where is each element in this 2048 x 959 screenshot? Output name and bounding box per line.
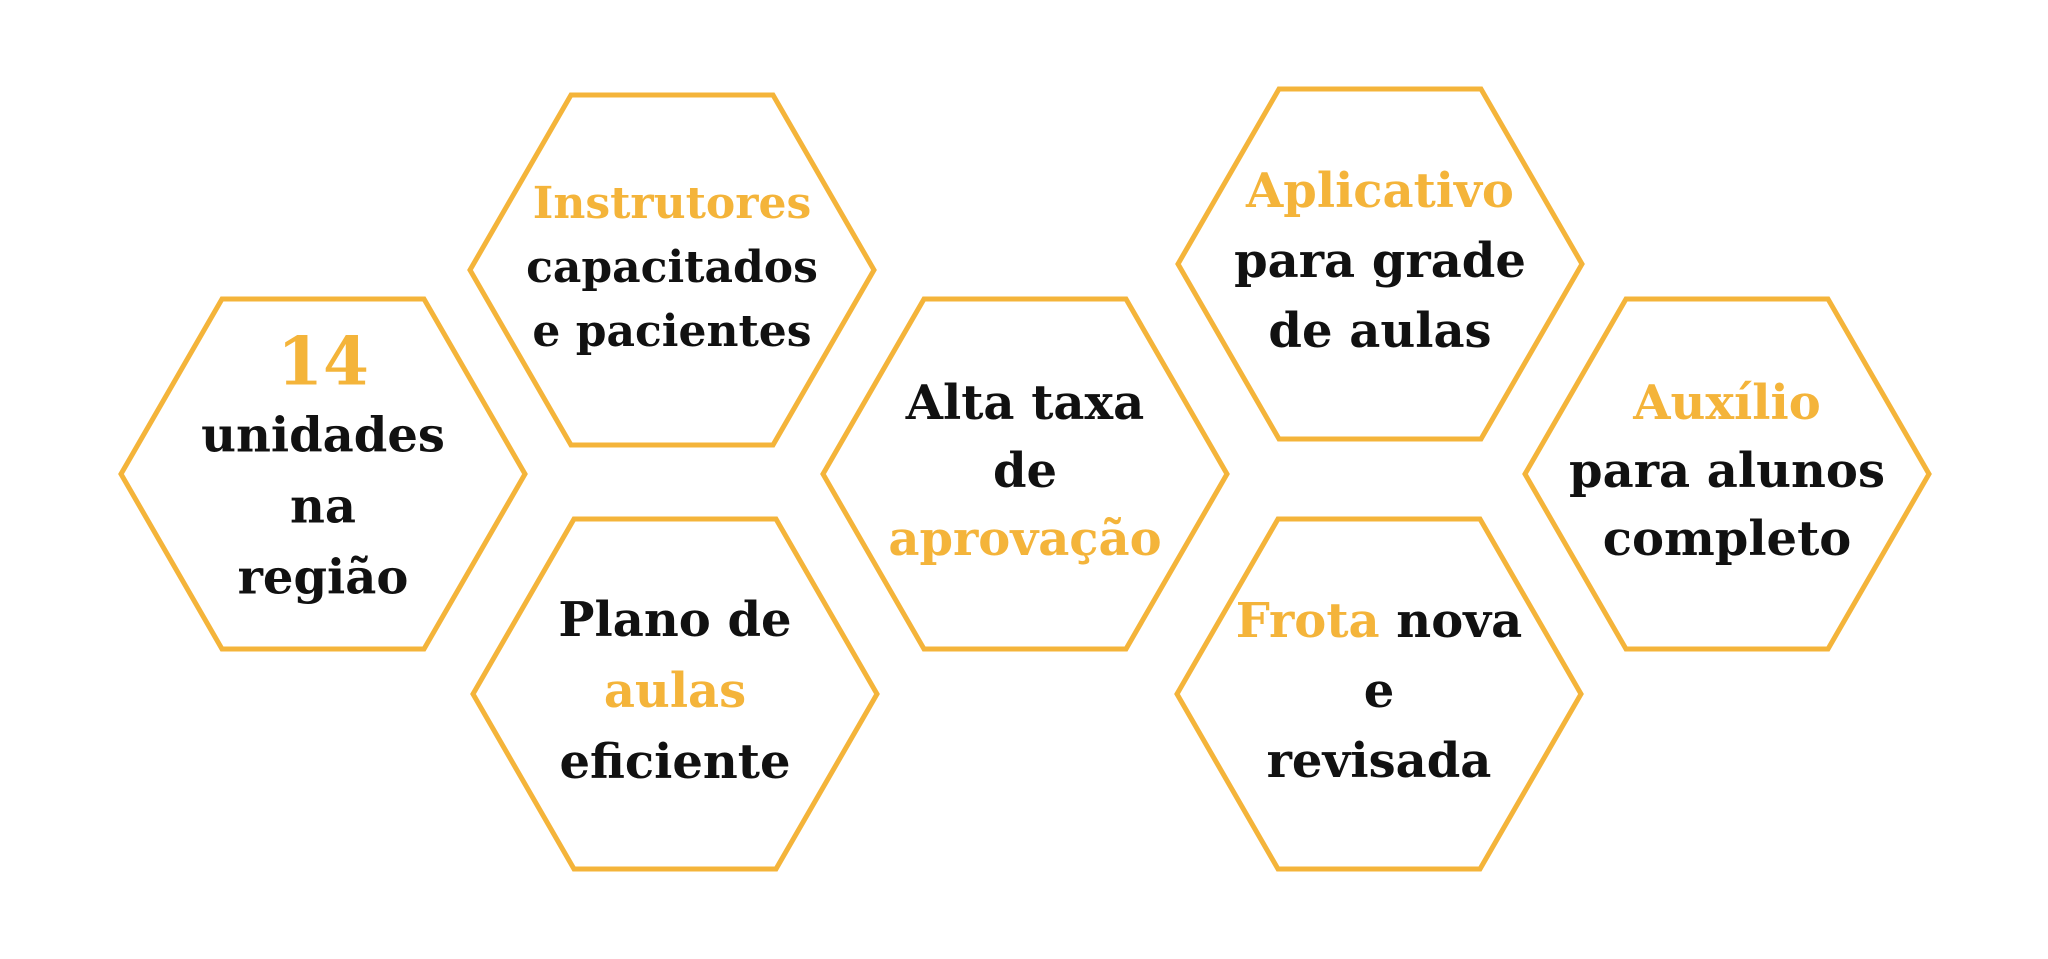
highlight-text: aulas bbox=[604, 663, 746, 719]
hexagon-app: Aplicativo para grade de aulas bbox=[1175, 86, 1585, 442]
hexagon-text-line: Instrutores bbox=[533, 178, 811, 229]
hexagon-lesson-plan: Plano de aulas eficiente bbox=[470, 516, 880, 872]
hexagon-outline bbox=[118, 296, 528, 652]
hexagon-fleet: Frota nova e revisada bbox=[1174, 516, 1584, 872]
body-text: unidades bbox=[201, 407, 445, 463]
hexagon-text-line: Frota nova bbox=[1236, 593, 1522, 649]
hexagon-units: 14 unidades na região bbox=[118, 296, 528, 652]
hexagon-text-line: completo bbox=[1603, 511, 1852, 567]
hexagon-text-line: revisada bbox=[1267, 733, 1492, 789]
hexagon-approval-rate: Alta taxa de aprovação bbox=[820, 296, 1230, 652]
hexagon-text-line: capacitados bbox=[526, 242, 818, 293]
body-text: na bbox=[290, 478, 356, 534]
body-text: de bbox=[993, 443, 1057, 499]
body-text: para alunos bbox=[1569, 443, 1885, 499]
hexagon-text-line: Aplicativo bbox=[1245, 163, 1514, 219]
highlight-text: Instrutores bbox=[533, 178, 811, 229]
highlight-text: aprovação bbox=[888, 511, 1161, 567]
hexagon-text-line: e pacientes bbox=[532, 306, 811, 357]
hexagon-text-line: unidades bbox=[201, 407, 445, 463]
hexagon-text-line: de bbox=[993, 443, 1057, 499]
hexagon-outline bbox=[820, 296, 1230, 652]
body-text: de aulas bbox=[1268, 303, 1491, 359]
highlight-text: 14 bbox=[277, 323, 369, 401]
body-text: para grade bbox=[1234, 233, 1526, 289]
body-text: e pacientes bbox=[532, 306, 811, 357]
hexagon-text-line: para alunos bbox=[1569, 443, 1885, 499]
highlight-text: Auxílio bbox=[1632, 375, 1820, 431]
body-text: região bbox=[238, 549, 409, 605]
hexagon-outline bbox=[470, 516, 880, 872]
hexagon-text-line: de aulas bbox=[1268, 303, 1491, 359]
hexagon-text-line: para grade bbox=[1234, 233, 1526, 289]
body-text: Alta taxa bbox=[905, 375, 1144, 431]
hexagon-text-line: Alta taxa bbox=[905, 375, 1144, 431]
hexagon-outline bbox=[1174, 516, 1584, 872]
highlight-text: Frota bbox=[1236, 593, 1380, 649]
hexagon-text-line: 14 bbox=[277, 323, 369, 401]
body-text: e bbox=[1364, 663, 1395, 719]
hexagon-text-line: aulas bbox=[604, 663, 746, 719]
body-text: eficiente bbox=[559, 734, 790, 790]
hexagon-text-line: aprovação bbox=[888, 511, 1161, 567]
hexagon-text-line: Plano de bbox=[558, 592, 791, 648]
body-text: revisada bbox=[1267, 733, 1492, 789]
body-text: nova bbox=[1380, 593, 1523, 649]
hexagon-text-line: e bbox=[1364, 663, 1395, 719]
hexagon-text-line: eficiente bbox=[559, 734, 790, 790]
hexagon-student-support: Auxílio para alunos completo bbox=[1522, 296, 1932, 652]
body-text: capacitados bbox=[526, 242, 818, 293]
highlight-text: Aplicativo bbox=[1245, 163, 1514, 219]
body-text: Plano de bbox=[558, 592, 791, 648]
hexagon-text-line: na bbox=[290, 478, 356, 534]
hexagon-outline bbox=[1175, 86, 1585, 442]
body-text: completo bbox=[1603, 511, 1852, 567]
hexagon-outline bbox=[1522, 296, 1932, 652]
hexagon-instructors: Instrutores capacitados e pacientes bbox=[467, 92, 877, 448]
hexagon-outline bbox=[467, 92, 877, 448]
hexagon-text-line: Auxílio bbox=[1632, 375, 1820, 431]
hexagon-text-line: região bbox=[238, 549, 409, 605]
